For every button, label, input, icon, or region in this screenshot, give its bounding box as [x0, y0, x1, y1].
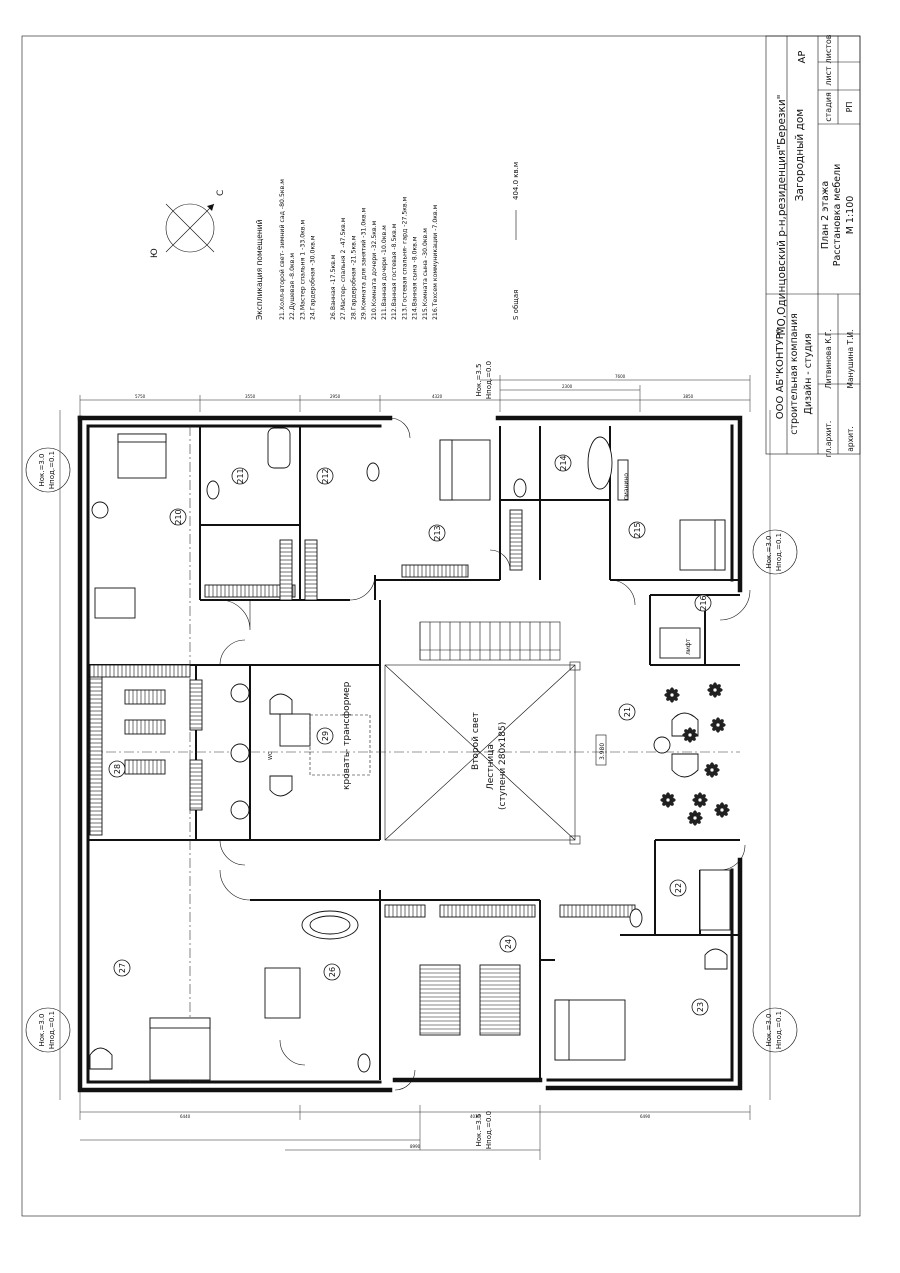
- title-sheet-2: Расстановка мебели: [832, 164, 843, 267]
- legend-item: 215.Комната сына -30.0кв.м: [422, 228, 429, 320]
- room-number-212: 212: [321, 468, 330, 483]
- room-number-29: 29: [321, 731, 330, 741]
- room-number-210: 210: [174, 509, 183, 524]
- level-nw-1: Нпод.=0.1: [48, 451, 56, 489]
- legend-total-value: 404.0 кв.м: [512, 162, 520, 200]
- title-col-stage: стадия: [824, 92, 833, 122]
- title-name-2: Манушина Т.И.: [846, 330, 855, 389]
- legend-item: 21.Холл-второй свет- зимний сад -80.5кв.…: [278, 179, 286, 320]
- room-number-24: 24: [504, 939, 513, 949]
- legend-item: 23.Мастер спальня 1 -33.0кв.м: [299, 219, 306, 320]
- level-sw-0: Нок.=3.0: [38, 1014, 46, 1047]
- title-role-1: гл.архит.: [824, 421, 833, 458]
- level-se-0: Нок.=3.0: [765, 1014, 773, 1047]
- label-second-light: Второй свет: [471, 712, 481, 770]
- legend-total-label: S общая: [512, 290, 520, 320]
- legend-item: 210.Комната дочери -32.5кв.м: [371, 220, 378, 320]
- compass-south: Ю: [150, 248, 160, 258]
- legend-item: 22.Душевая -8.0кв.м: [289, 253, 296, 320]
- level-ne-0: Нок.=3.0: [765, 536, 773, 569]
- north-arrow-icon: С Ю: [150, 190, 226, 258]
- room-number-216: 216: [699, 595, 708, 610]
- legend-item: 216.Техсем коммуникации -7.0кв.м: [432, 204, 439, 320]
- legend-item: 213.Гостевая спальня- гард -27.5кв.м: [401, 196, 408, 320]
- level-ne-1: Нпод.=0.1: [775, 533, 783, 571]
- label-beam: 3.980: [599, 743, 606, 760]
- level-se-1: Нпод.=0.1: [775, 1011, 783, 1049]
- svg-text:4030: 4030: [470, 1114, 481, 1119]
- title-company-1: ООО АБ"КОНТУР": [775, 329, 786, 419]
- title-stage-value: РП: [845, 102, 854, 113]
- floor-plan: 5750 3550 2950 4320 2300 3850 7600 6440 4030 6…: [59, 374, 771, 1160]
- svg-text:6440: 6440: [180, 1114, 191, 1119]
- title-company-2: строительная компания: [789, 313, 800, 434]
- level-sw-1: Нпод.=0.1: [48, 1011, 56, 1049]
- legend-item: 214.Ванная сына -8.0кв.м: [412, 236, 419, 320]
- room-number-28: 28: [113, 764, 122, 774]
- label-lift: лифт: [685, 638, 692, 655]
- furniture: [89, 427, 731, 1081]
- title-company-3: Дизайн - студия: [803, 333, 814, 414]
- svg-text:2300: 2300: [562, 384, 573, 389]
- svg-text:3850: 3850: [683, 394, 694, 399]
- title-object: Загородный дом: [794, 109, 806, 201]
- label-wc: WC: [268, 751, 274, 760]
- room-legend: Экспликация помещений 21.Холл-второй свет…: [255, 162, 520, 320]
- level-n_bottom-0: Нок.=3.5: [475, 1114, 483, 1147]
- svg-text:2950: 2950: [330, 394, 341, 399]
- svg-text:7600: 7600: [615, 374, 626, 379]
- title-name-1: Литвинова К.Г.: [824, 329, 833, 389]
- legend-item: 29.Комната для занятий -31.0кв.м: [360, 207, 368, 320]
- legend-item: 24.Гардеробная -30.0кв.м: [309, 235, 317, 320]
- legend-heading: Экспликация помещений: [255, 219, 264, 320]
- room-number-213: 213: [433, 525, 442, 540]
- room-number-27: 27: [118, 963, 127, 973]
- room-number-215: 215: [633, 522, 642, 537]
- svg-text:5750: 5750: [135, 394, 146, 399]
- level-n_bottom-1: Нпод.=0.0: [485, 1111, 493, 1149]
- svg-text:3550: 3550: [245, 394, 256, 399]
- room-number-214: 214: [559, 455, 568, 470]
- title-scale: М 1:100: [845, 196, 856, 235]
- level-n_top-0: Нок.=3.5: [475, 364, 483, 397]
- room-number-23: 23: [696, 1002, 705, 1012]
- compass-north: С: [216, 190, 226, 196]
- label-stair-1: Лестница: [486, 744, 496, 790]
- label-stair-2: (ступени 280х185): [498, 722, 508, 810]
- room-number-211: 211: [236, 468, 245, 483]
- title-col-sheet: лист: [824, 66, 833, 86]
- room-number-21: 21: [623, 707, 632, 717]
- legend-item: 26.Ванная -17.5кв.м: [330, 254, 337, 320]
- title-block: МО,Одинцовский р-н,резиденция"Березки" З…: [765, 34, 861, 458]
- title-location: МО,Одинцовский р-н,резиденция"Березки": [776, 95, 788, 336]
- title-sheet-1: План 2 этажа: [820, 181, 831, 249]
- level-n_top-1: Нпод.=0.0: [485, 361, 493, 399]
- label-piano: пианино: [623, 473, 630, 500]
- legend-item: 27.Мастер- спальня 2 -47.5кв.м: [340, 217, 347, 320]
- legend-item: 28.Гардеробная -21.5кв.м: [349, 235, 357, 320]
- svg-text:4320: 4320: [432, 394, 443, 399]
- level-nw-0: Нок.=3.0: [38, 454, 46, 487]
- svg-text:8990: 8990: [410, 1144, 421, 1149]
- room-number-22: 22: [674, 883, 683, 893]
- label-bed-transformer: кровать- трансформер: [342, 681, 352, 790]
- title-stage-code: АР: [797, 51, 808, 64]
- title-role-2: архит.: [846, 426, 855, 451]
- drawing-frame: [21, 35, 861, 1217]
- room-number-26: 26: [328, 967, 337, 977]
- title-col-sheets: листов: [824, 34, 833, 63]
- legend-item: 212.Ванная гостевая -8.5кв.м: [391, 223, 398, 320]
- svg-text:6490: 6490: [640, 1114, 651, 1119]
- legend-item: 211.Ванная дочери -10.0кв.м: [381, 225, 388, 320]
